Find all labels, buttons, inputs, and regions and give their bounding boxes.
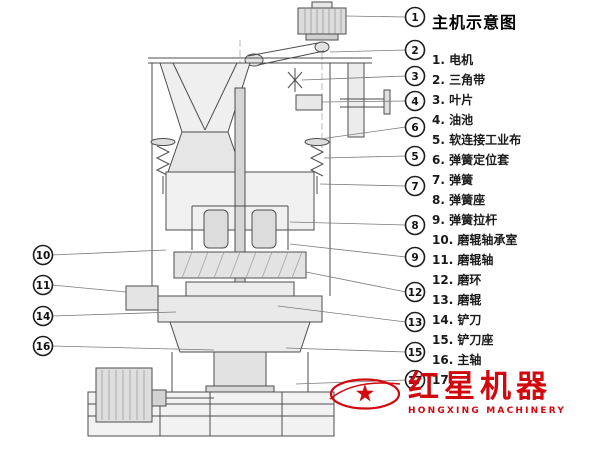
callout-4: 4 [404,90,426,112]
grinding-ring [173,251,307,279]
callout-9: 9 [404,246,426,268]
callout-17-number: 17 [408,375,423,387]
legend-item-9: 9. 弹簧拉杆 [432,213,498,227]
legend-item-6: 6. 弹簧定位套 [432,153,510,167]
callout-15: 15 [404,341,426,363]
v-belt-drive [244,41,330,67]
callout-3-number: 3 [411,71,418,83]
callout-11-number: 11 [36,280,51,292]
callout-3: 3 [404,65,426,87]
callout-15-number: 15 [408,347,423,359]
leader-lines [51,15,407,385]
callout-16: 16 [32,335,54,357]
spring-assembly-left [150,138,176,194]
callout-6: 6 [404,116,426,138]
brand-text-block: 红星机器 HONGXING MACHINERY [408,369,567,417]
callout-7-number: 7 [411,181,418,193]
callout-1-number: 1 [411,12,418,24]
callout-8: 8 [404,214,426,236]
pedestal-gearbox [169,321,311,395]
brand-name: 红星机器 [408,369,552,405]
brand-subtitle: HONGXING MACHINERY [408,406,567,416]
roller-assembly [191,205,289,250]
callout-4-number: 4 [411,96,418,108]
legend-item-11: 11. 磨辊轴 [432,253,494,267]
legend-item-15: 15. 铲刀座 [432,333,494,347]
callout-17: 17 [404,369,426,391]
callout-2-number: 2 [411,45,418,57]
callout-10-number: 10 [36,250,51,262]
legend-panel: 主机示意图 1. 电机 2. 三角带 3. 叶片 4. 油池 5. 软连接工业布… [432,12,598,390]
callout-9-number: 9 [411,252,418,264]
callout-2: 2 [404,39,426,61]
legend-item-1: 1. 电机 [432,53,474,67]
callout-badges: 1 2 3 4 6 5 7 8 9 12 13 15 17 10 11 14 1… [32,6,426,391]
legend-list: 1. 电机 2. 三角带 3. 叶片 4. 油池 5. 软连接工业布 6. 弹簧… [432,50,598,390]
legend-item-8: 8. 弹簧座 [432,193,486,207]
legend-item-2: 2. 三角带 [432,73,486,87]
mill-cross-section-diagram: 1 2 3 4 6 5 7 8 9 12 13 15 17 10 11 14 1… [32,1,426,437]
right-duct-flange [340,62,391,138]
callout-10: 10 [32,244,54,266]
shovel-base-ring [185,281,295,297]
callout-5-number: 5 [411,151,418,163]
callout-5: 5 [404,145,426,167]
legend-item-5: 5. 软连接工业布 [432,133,522,147]
legend-item-7: 7. 弹簧 [432,173,474,187]
callout-12-number: 12 [408,287,423,299]
legend-item-10: 10. 磨辊轴承室 [432,233,518,247]
callout-11: 11 [32,274,54,296]
spring-assembly-right [304,138,330,194]
callout-1: 1 [404,6,426,28]
callout-14-number: 14 [36,311,51,323]
legend-item-4: 4. 油池 [432,113,474,127]
callout-7: 7 [404,175,426,197]
legend-item-16: 16. 主轴 [432,353,482,367]
bottom-motor [95,367,214,423]
blade-marks [287,68,303,92]
oil-pool [295,94,323,111]
legend-item-13: 13. 磨辊 [432,293,482,307]
legend-item-14: 14. 铲刀 [432,313,482,327]
callout-13-number: 13 [408,317,423,329]
legend-title: 主机示意图 [432,13,518,32]
classifier-hopper [159,62,251,173]
top-motor [297,1,347,41]
callout-8-number: 8 [411,220,418,232]
callout-6-number: 6 [411,122,418,134]
callout-12: 12 [404,281,426,303]
callout-16-number: 16 [36,341,51,353]
legend-item-12: 12. 磨环 [432,273,482,287]
legend-item-3: 3. 叶片 [432,93,474,107]
callout-13: 13 [404,311,426,333]
brand-watermark: 红星机器 HONGXING MACHINERY [328,366,596,422]
legend-item-17: 17. [432,373,454,387]
hongxing-star-logo-icon [329,378,401,410]
callout-14: 14 [32,305,54,327]
